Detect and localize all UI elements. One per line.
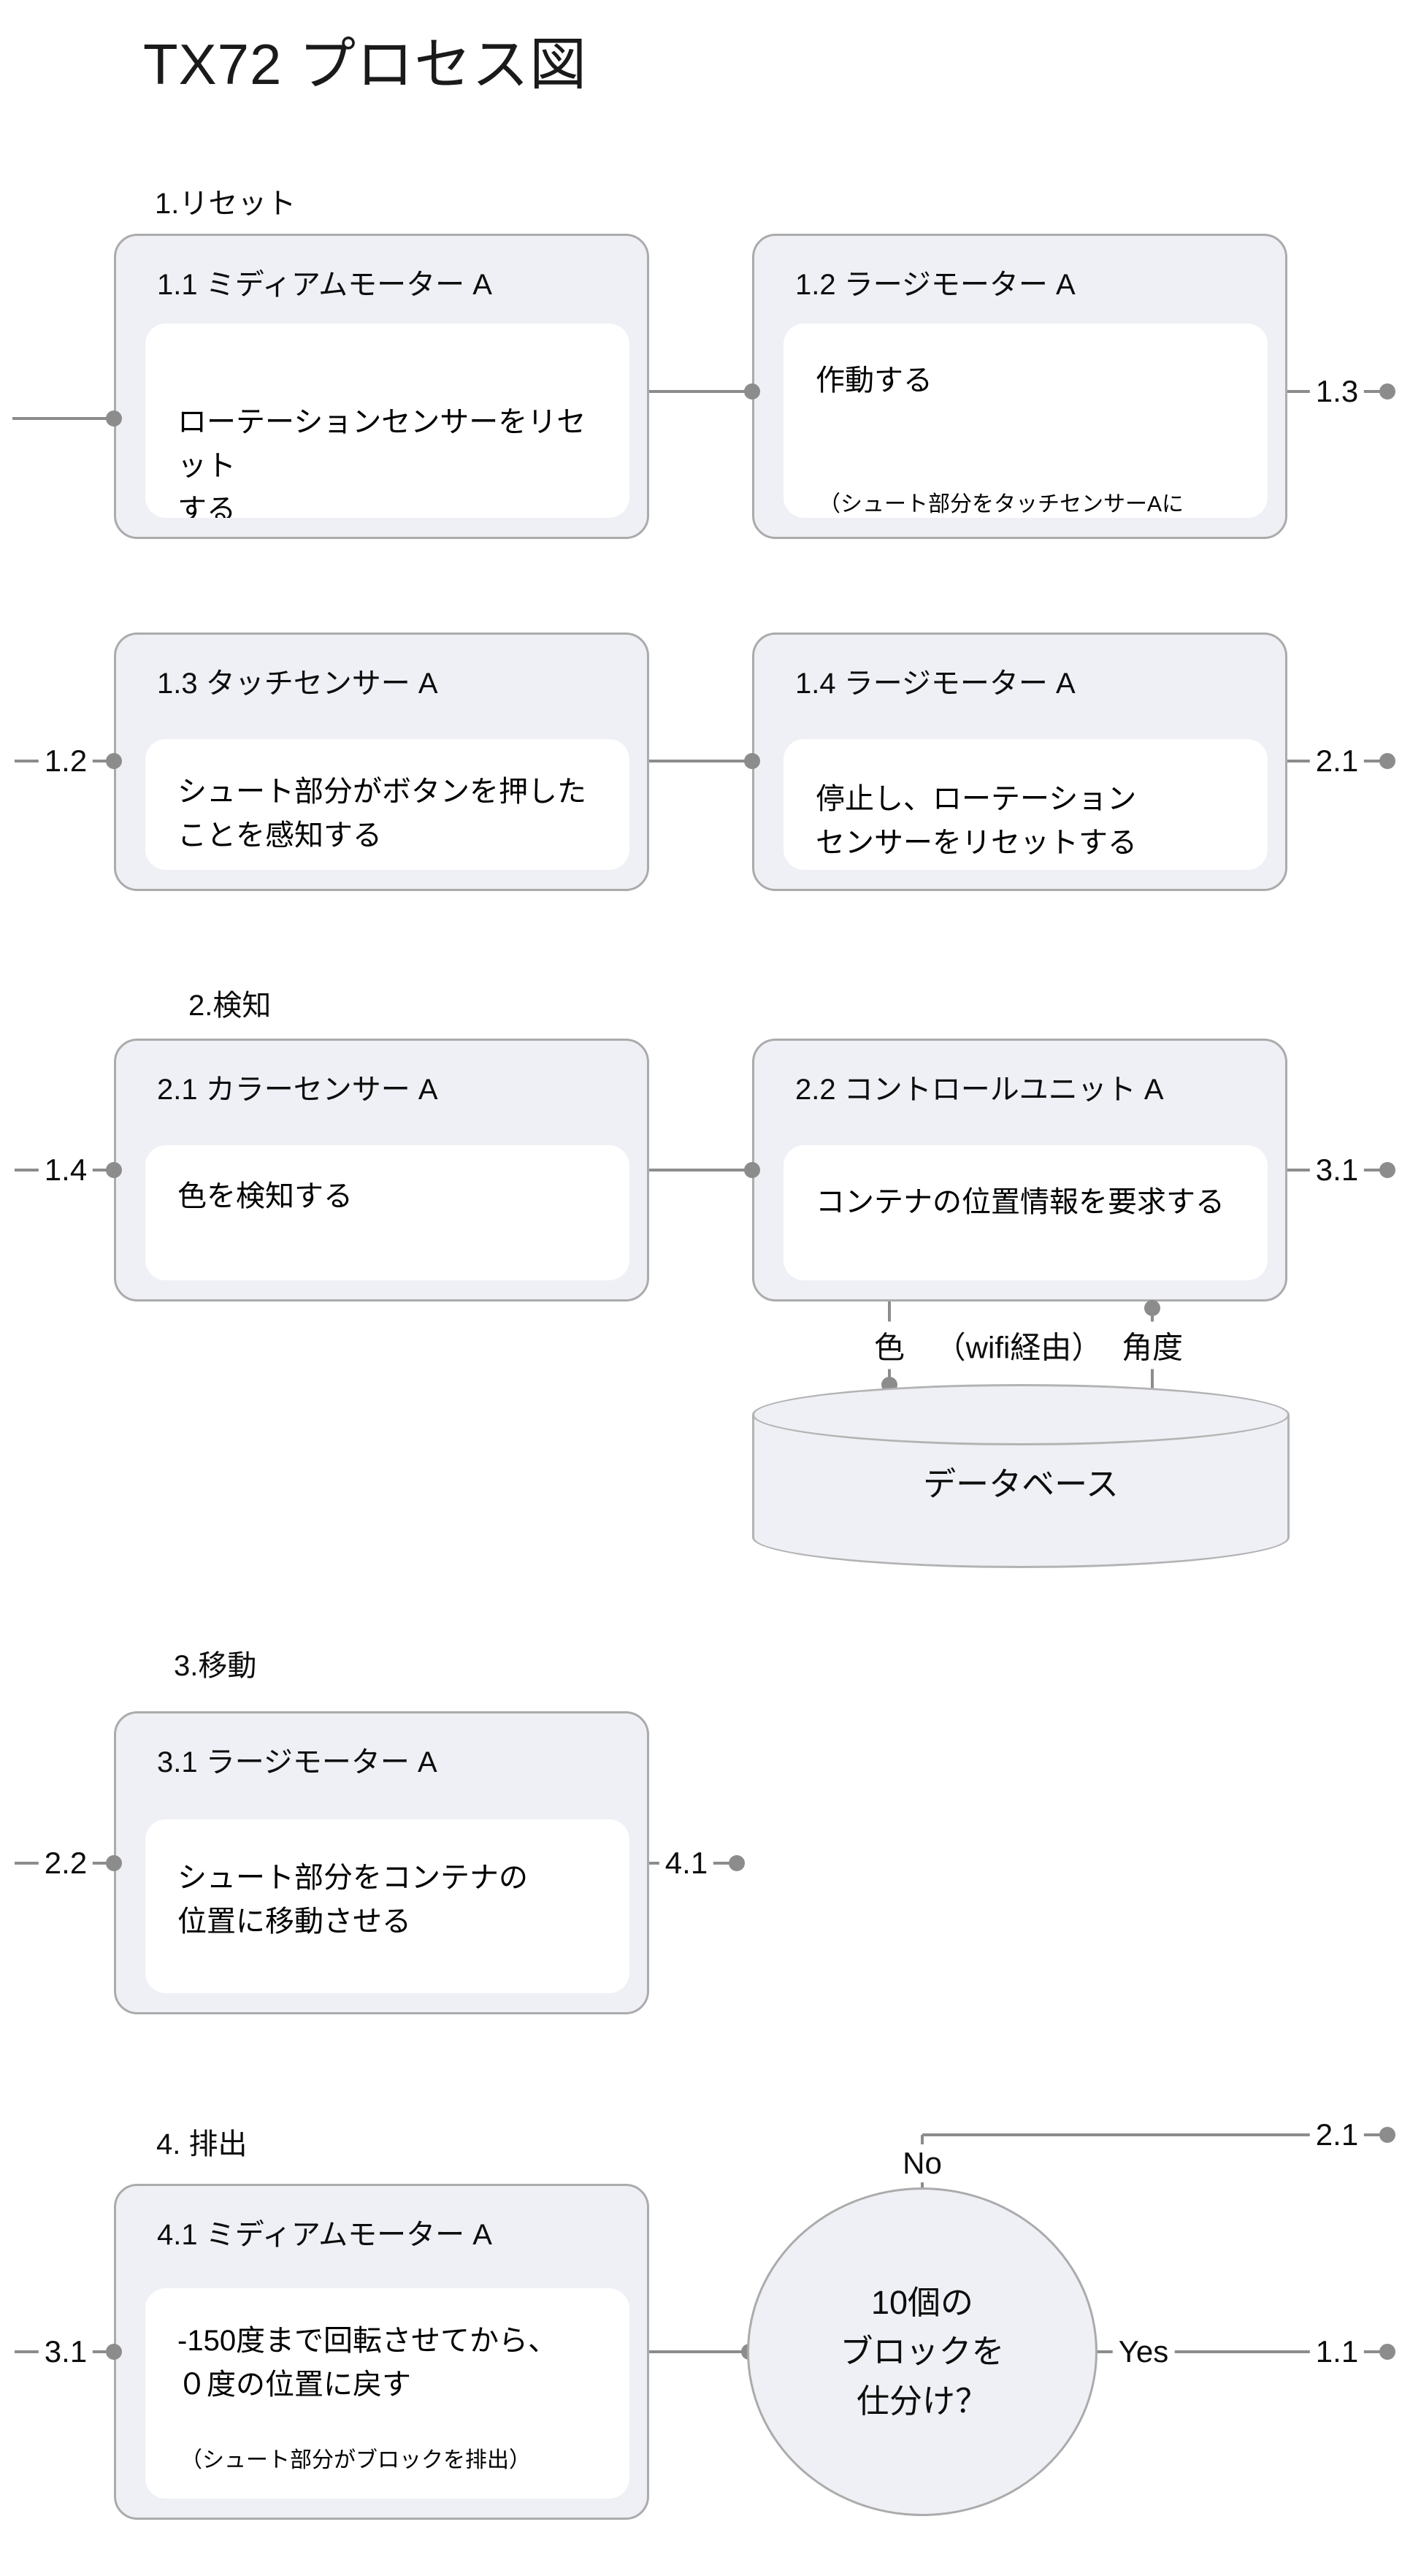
connector-ref-label: 1.1 — [1309, 2333, 1365, 2371]
node-content-panel: ローテーションセンサーをリセット する — [145, 324, 629, 518]
node-body-text: シュート部分をコンテナの 位置に移動させる — [177, 1862, 528, 1938]
connector-line — [12, 417, 114, 420]
connector-ref-label: 1.4 — [38, 1151, 93, 1189]
db-link-angle-label: 角度 — [1115, 1321, 1190, 1369]
node-1-1-medium-motor: 1.1 ミディアムモーター A ローテーションセンサーをリセット する — [114, 234, 649, 539]
node-header: 1.2 ラージモーター A — [795, 269, 1076, 301]
node-body-text: -150度まで回転させてから、 ０度の位置に戻す — [177, 2325, 558, 2401]
connector-dot — [106, 1162, 122, 1178]
no-branch-line — [922, 2133, 1387, 2136]
node-body-text: シュート部分がボタンを押した ことを感知する — [177, 776, 586, 852]
node-content-panel: コンテナの位置情報を要求する — [784, 1145, 1268, 1280]
section-label-move: 3.移動 — [174, 1650, 257, 1682]
node-header: 2.2 コントロールユニット A — [795, 1074, 1164, 1106]
connector-dot — [1379, 383, 1395, 400]
node-1-4-large-motor: 1.4 ラージモーター A 停止し、ローテーション センサーをリセットする — [752, 632, 1287, 891]
connector-dot — [744, 753, 760, 769]
node-4-1-medium-motor: 4.1 ミディアムモーター A -150度まで回転させてから、 ０度の位置に戻す… — [114, 2184, 649, 2520]
node-header: 3.1 ラージモーター A — [157, 1746, 437, 1778]
connector-dot — [1379, 2344, 1395, 2360]
connector-ref-label: 4.1 — [659, 1844, 714, 1882]
connector-line — [649, 760, 752, 763]
node-body-text: 作動する — [816, 364, 932, 397]
yes-branch-line — [1098, 2350, 1387, 2353]
connector-dot — [106, 753, 122, 769]
connector-line — [649, 390, 752, 393]
node-header: 1.4 ラージモーター A — [795, 668, 1076, 700]
connector-ref-label: 2.2 — [38, 1844, 93, 1882]
connector-ref-label: 2.1 — [1309, 2116, 1365, 2154]
connector-dot — [744, 383, 760, 400]
node-content-panel: 色を検知する （カラーモード） — [145, 1145, 629, 1280]
node-1-3-touch-sensor: 1.3 タッチセンサー A シュート部分がボタンを押した ことを感知する — [114, 632, 649, 891]
node-header: 1.3 タッチセンサー A — [157, 668, 438, 700]
node-note-text: （シュート部分をタッチセンサーAに 向けて動かす） — [819, 492, 1184, 516]
node-content-panel: シュート部分がボタンを押した ことを感知する — [145, 739, 629, 870]
node-content-panel: 停止し、ローテーション センサーをリセットする — [784, 739, 1268, 870]
node-header: 4.1 ミディアムモーター A — [157, 2219, 492, 2251]
node-2-1-color-sensor: 2.1 カラーセンサー A 色を検知する （カラーモード） — [114, 1039, 649, 1302]
node-header: 1.1 ミディアムモーター A — [157, 269, 492, 301]
node-body-text: ローテーションセンサーをリセット する — [177, 406, 586, 518]
page-title: TX72 プロセス図 — [143, 32, 588, 96]
connector-ref-label: 1.2 — [38, 742, 93, 780]
connector-dot — [106, 410, 122, 427]
database-cylinder-top — [752, 1384, 1290, 1445]
node-1-2-large-motor: 1.2 ラージモーター A 作動する （シュート部分をタッチセンサーAに 向けて… — [752, 234, 1287, 539]
connector-dot — [1379, 753, 1395, 769]
connector-dot — [106, 1855, 122, 1871]
node-header: 2.1 カラーセンサー A — [157, 1074, 438, 1106]
db-link-color-label: 色 — [867, 1321, 911, 1369]
connector-dot — [729, 1855, 745, 1871]
node-note-text: （シュート部分がブロックを排出） — [180, 2448, 531, 2472]
database-label: データベース — [923, 1465, 1119, 1503]
node-body-text: コンテナの位置情報を要求する — [816, 1186, 1225, 1218]
node-content-panel: 作動する （シュート部分をタッチセンサーAに 向けて動かす） — [784, 324, 1268, 518]
node-content-panel: シュート部分をコンテナの 位置に移動させる — [145, 1819, 629, 1993]
connector-dot — [1379, 2127, 1395, 2143]
db-link-wifi-label: （wifi経由） — [929, 1321, 1108, 1369]
node-3-1-large-motor: 3.1 ラージモーター A シュート部分をコンテナの 位置に移動させる — [114, 1711, 649, 2014]
connector-dot — [106, 2344, 122, 2360]
section-label-reset: 1.リセット — [155, 188, 296, 220]
connector-dot — [744, 1162, 760, 1178]
connector-ref-label: 2.1 — [1309, 742, 1365, 780]
section-label-detect: 2.検知 — [188, 990, 272, 1022]
connector-ref-label: 3.1 — [1309, 1151, 1365, 1189]
section-label-eject: 4. 排出 — [156, 2128, 248, 2160]
decision-node-sorted-10-blocks: 10個の ブロックを 仕分け？ — [747, 2187, 1098, 2516]
yes-branch-label: Yes — [1112, 2333, 1175, 2371]
decision-question-text: 10個の ブロックを 仕分け？ — [840, 2283, 1005, 2420]
connector-dot — [1144, 1300, 1160, 1316]
connector-dot — [1379, 1162, 1395, 1178]
node-2-2-control-unit: 2.2 コントロールユニット A コンテナの位置情報を要求する — [752, 1039, 1287, 1302]
connector-line — [649, 2350, 749, 2353]
node-body-text: 色を検知する — [177, 1180, 353, 1212]
node-body-text: 停止し、ローテーション センサーをリセットする — [816, 783, 1137, 859]
connector-line — [649, 1169, 752, 1172]
no-branch-label: No — [897, 2144, 948, 2182]
node-content-panel: -150度まで回転させてから、 ０度の位置に戻す （シュート部分がブロックを排出… — [145, 2288, 629, 2499]
connector-ref-label: 1.3 — [1309, 372, 1365, 410]
connector-ref-label: 3.1 — [38, 2333, 93, 2371]
